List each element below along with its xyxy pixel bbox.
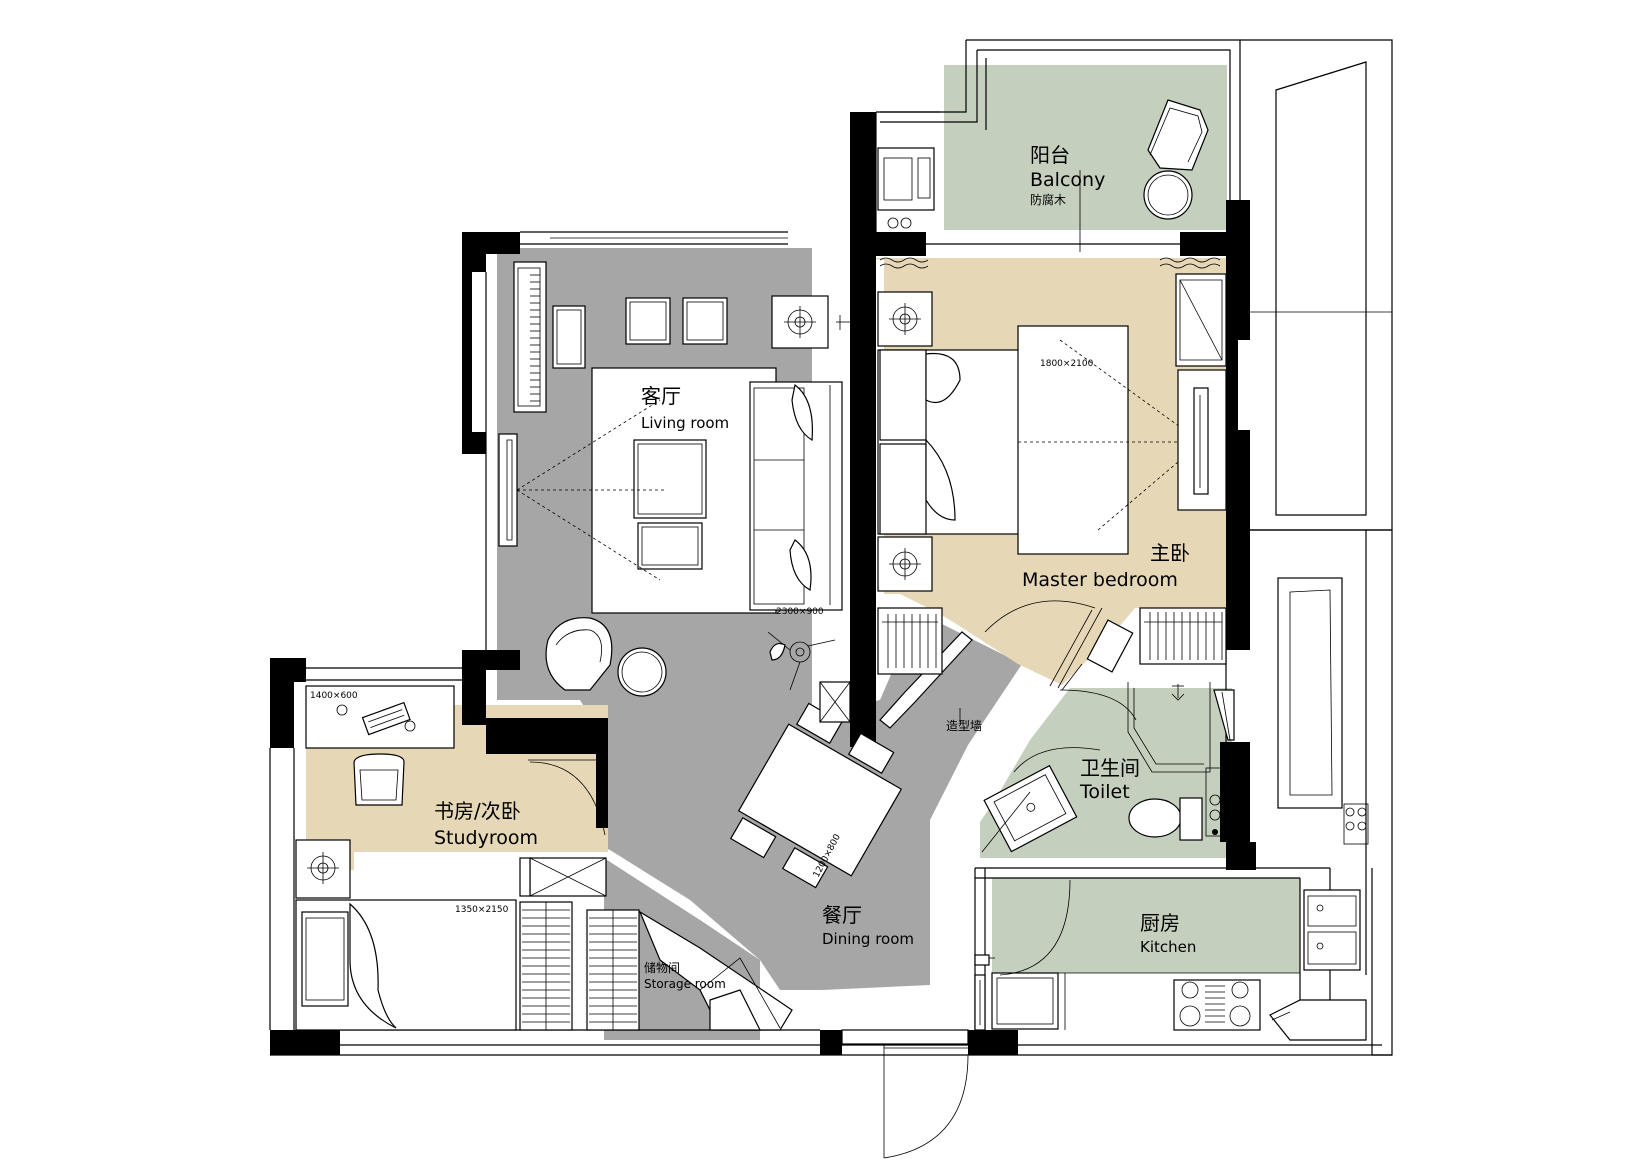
walls [269, 111, 1373, 1055]
toilet-label-zh: 卫生间 [1080, 756, 1140, 780]
chair-icon [545, 617, 613, 691]
bed-icon [877, 325, 1199, 555]
fan-icon [767, 631, 836, 691]
dining-table [737, 723, 903, 877]
shower-icon [1127, 682, 1211, 773]
laptop-icon [361, 701, 411, 736]
study-label-en: Studyroom [434, 827, 538, 849]
toilet-label-en: Toilet [1079, 781, 1130, 803]
sink-icon [983, 764, 1078, 853]
door-swing-icon [529, 761, 606, 836]
fridge-icon [991, 972, 1059, 1030]
chair-icon [729, 816, 777, 859]
sofa-icon [749, 381, 843, 611]
chair-icon [847, 732, 895, 775]
balcony-note: 防腐木 [1030, 192, 1066, 207]
living-furniture [498, 261, 850, 697]
chair-icon [1147, 99, 1209, 171]
washing-machine-icon [877, 147, 935, 211]
storage-label-zh: 储物间 [644, 960, 680, 975]
bed-dimension: 1800×2100 [1040, 359, 1094, 369]
balcony-label-zh: 阳台 [1030, 143, 1070, 167]
door-swing-icon [1013, 747, 1101, 773]
ceiling-light-icon [877, 291, 933, 347]
entry [841, 1029, 969, 1159]
piano-icon [513, 261, 547, 413]
ceiling-light-icon [877, 536, 933, 592]
ceiling-light-icon [771, 295, 829, 349]
side-table-icon [1143, 170, 1193, 220]
ceiling-light-icon [295, 839, 351, 899]
side-table-icon [617, 647, 667, 697]
tv-icon [498, 433, 518, 547]
kitchen-furniture [974, 803, 1369, 1041]
wardrobe-icon [877, 607, 943, 675]
coffee-table [633, 439, 707, 519]
door-swing-icon [999, 879, 1071, 976]
bed-icon [295, 899, 517, 1031]
master-label-en: Master bedroom [1022, 569, 1178, 591]
living-label-zh: 客厅 [641, 384, 681, 408]
dining-label-zh: 餐厅 [822, 903, 862, 927]
feature-wall-label: 造型墙 [946, 719, 982, 733]
dining-furniture [729, 631, 973, 889]
toilet-furniture [981, 663, 1235, 853]
lamp-icon [836, 315, 850, 330]
dining-label-en: Dining room [822, 930, 914, 948]
living-label-en: Living room [641, 414, 729, 432]
master-label-zh: 主卧 [1150, 541, 1190, 565]
stool-icon [552, 305, 586, 369]
kitchen-label-zh: 厨房 [1140, 911, 1180, 935]
cabinet-icon [682, 297, 728, 345]
master-furniture [877, 257, 1227, 689]
bookshelf-icon [586, 909, 640, 1031]
chair-icon [353, 753, 405, 806]
sink-icon [1303, 889, 1361, 971]
cabinet-icon [625, 297, 671, 345]
kitchen-label-en: Kitchen [1140, 938, 1196, 956]
toilet-icon [1128, 767, 1225, 841]
sofa-dimension: 2300×900 [776, 607, 824, 617]
door-swing-icon [984, 600, 1096, 633]
balcony-label-en: Balcony [1030, 169, 1105, 191]
pipe-icon [1343, 803, 1369, 845]
study-bed-dimension: 1350×2150 [455, 905, 509, 915]
tv-icon [1177, 369, 1227, 511]
ottoman [637, 522, 703, 570]
balcony-furniture [877, 99, 1209, 229]
stove-icon [1173, 979, 1261, 1031]
bookshelf-icon [519, 901, 573, 1031]
storage-label-en: Storage room [644, 977, 726, 991]
wardrobe-icon [1139, 607, 1227, 665]
desk-dimension: 1400×600 [310, 691, 358, 701]
kitchen-floor [992, 878, 1300, 973]
study-furniture [295, 685, 793, 1031]
chair-icon [781, 846, 829, 889]
study-label-zh: 书房/次卧 [434, 799, 521, 823]
